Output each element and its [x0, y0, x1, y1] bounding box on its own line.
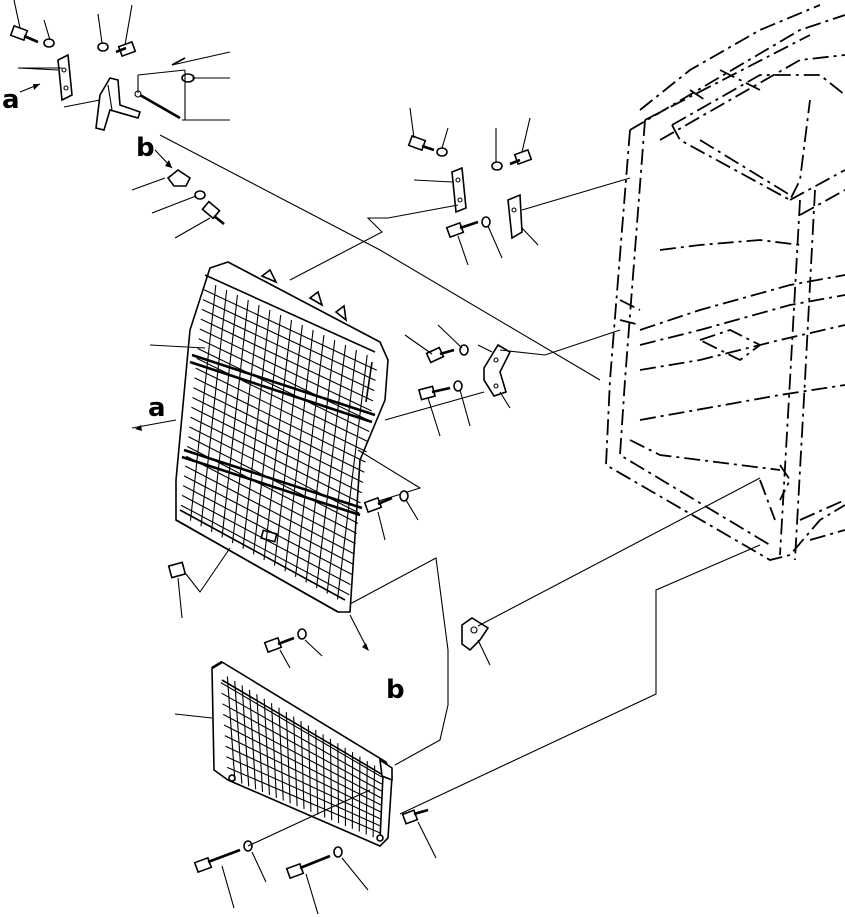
bracket-icon	[166, 169, 192, 187]
bolt-icon	[285, 854, 331, 880]
lower-hardware	[193, 789, 437, 915]
mesh-wire	[273, 324, 303, 566]
mesh-wire	[226, 676, 236, 781]
lower-middle-hardware	[263, 477, 761, 815]
mesh-wire	[234, 680, 243, 784]
callout-a-mid: a	[148, 393, 166, 423]
mesh-wire	[263, 698, 271, 795]
cab-frame-icon	[605, 4, 845, 561]
mesh-wire	[358, 756, 361, 832]
mesh-wire	[231, 304, 260, 544]
bracket-icon	[95, 77, 142, 131]
washer-icon	[97, 42, 109, 52]
mesh-wire	[336, 354, 368, 600]
mesh-wire	[248, 689, 257, 790]
mesh-wire	[200, 289, 228, 527]
washer-icon	[436, 147, 448, 157]
washer-icon	[297, 628, 307, 640]
washer-icon	[399, 490, 409, 502]
mesh-wire	[284, 329, 314, 572]
nut-icon	[167, 547, 231, 619]
bolt-icon	[425, 346, 455, 364]
bolt-icon	[201, 200, 225, 226]
mesh-wire	[305, 339, 336, 583]
washer-icon	[453, 380, 463, 392]
lower-grille-mesh	[220, 676, 383, 838]
mesh-wire	[365, 761, 368, 835]
mesh-wire	[300, 720, 305, 810]
mesh-wire	[307, 725, 312, 812]
mesh-wire	[285, 712, 291, 804]
upper-grille-mesh	[180, 284, 377, 600]
mesh-wire	[329, 738, 333, 821]
mesh-wire	[221, 299, 249, 538]
bolt-icon	[363, 496, 393, 514]
mesh-wire	[270, 703, 277, 798]
top-center-hardware	[289, 107, 631, 281]
mesh-wire	[337, 743, 340, 824]
mesh-wire	[263, 319, 293, 561]
bolt-icon	[193, 848, 241, 874]
bolt-icon	[445, 220, 479, 239]
mesh-wire	[241, 685, 250, 787]
bracket-icon	[461, 617, 490, 652]
callout-b-bottom: b	[386, 675, 405, 705]
mesh-wire	[256, 694, 264, 793]
mesh-wire	[315, 344, 347, 589]
mesh-wire	[326, 349, 357, 594]
callout-a-top: a	[2, 85, 20, 115]
callout-b-top: b	[136, 133, 155, 163]
washer-icon	[194, 190, 206, 200]
mesh-wire	[278, 707, 284, 801]
washer-icon	[333, 846, 343, 858]
mesh-wire	[252, 314, 282, 555]
mesh-wire	[210, 294, 238, 532]
mesh-wire	[294, 334, 325, 577]
top-left-hardware	[9, 0, 601, 381]
washer-icon	[481, 216, 491, 228]
bolt-icon	[263, 636, 295, 654]
mesh-wire	[189, 284, 217, 521]
mesh-wire	[315, 729, 319, 815]
bracket-icon	[483, 343, 512, 397]
mesh-wire	[242, 309, 271, 549]
washer-icon	[43, 38, 55, 48]
middle-right-hardware	[357, 324, 621, 541]
bracket-icon	[507, 193, 523, 240]
mesh-wire	[372, 765, 376, 838]
bolt-icon	[401, 808, 429, 825]
bolt-icon	[407, 134, 435, 152]
bolt-icon	[417, 385, 451, 401]
mesh-wire	[293, 716, 298, 807]
bracket-icon	[451, 166, 467, 214]
bolt-icon	[9, 24, 39, 44]
bracket-icon	[57, 53, 73, 102]
washer-icon	[491, 161, 503, 171]
bolt-icon	[509, 148, 533, 166]
mesh-wire	[322, 734, 326, 818]
